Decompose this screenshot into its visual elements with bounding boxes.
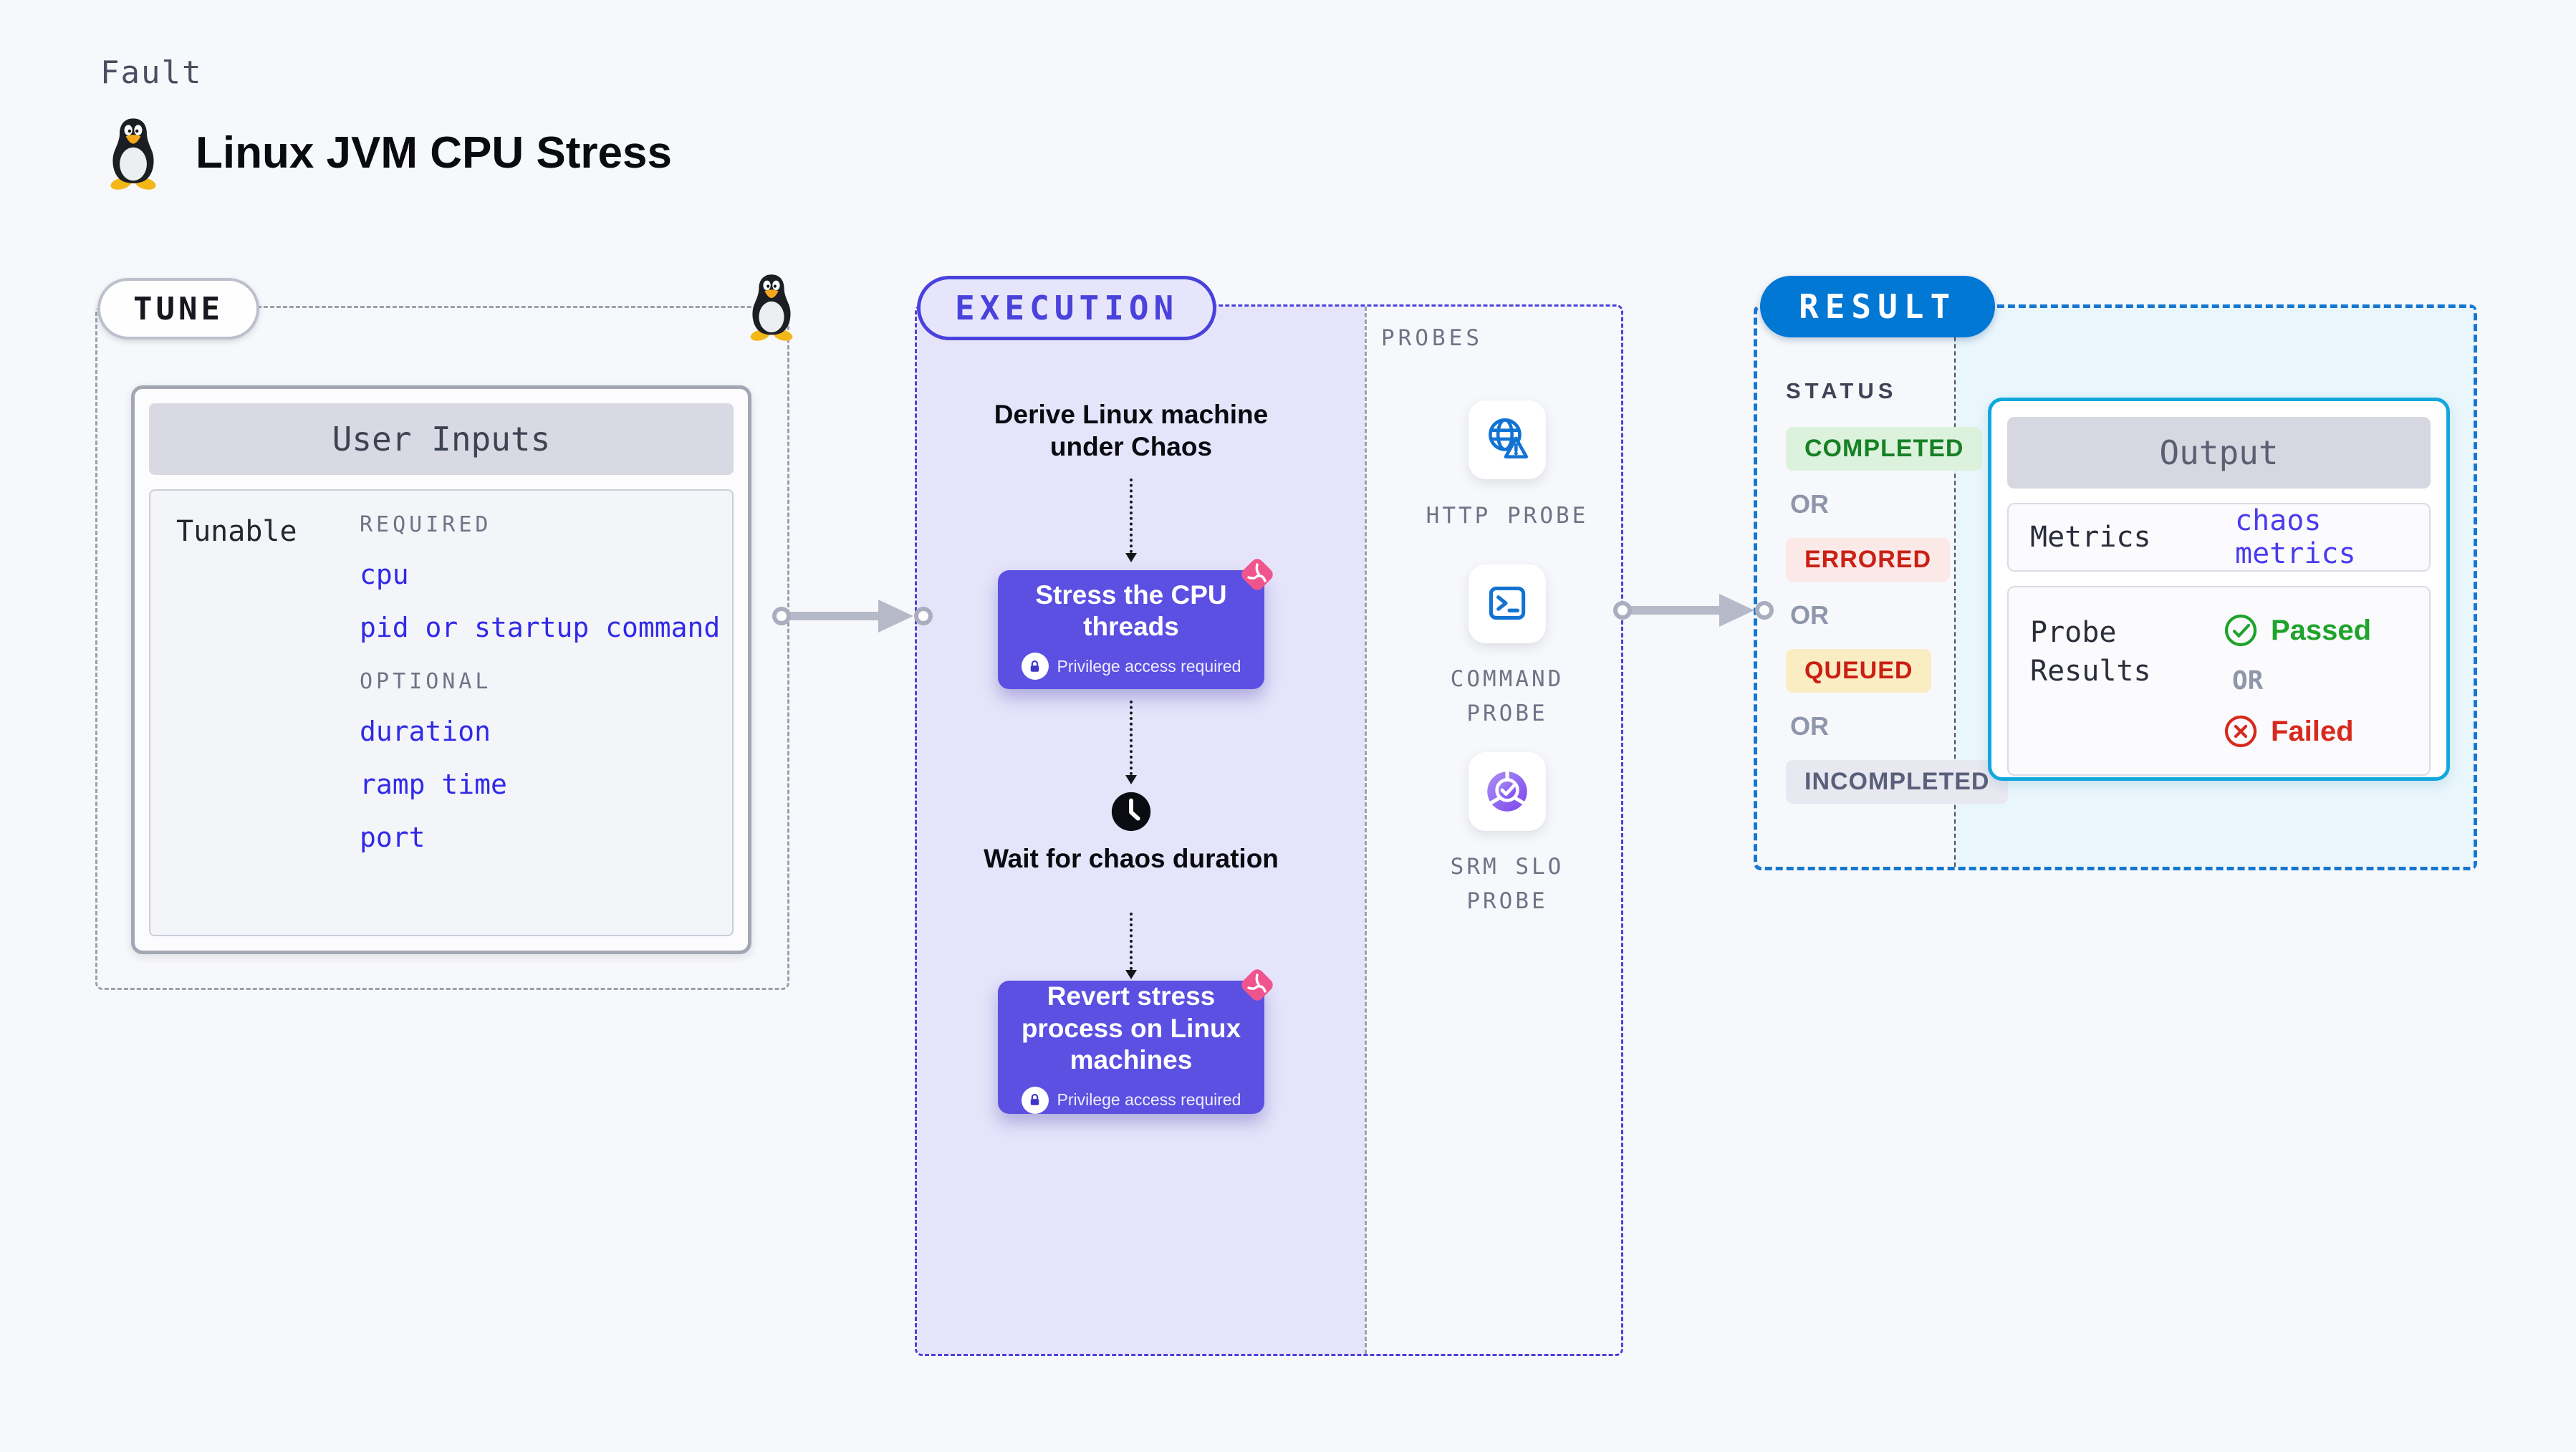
page-title: Linux JVM CPU Stress (196, 128, 672, 178)
or-separator: OR (1790, 600, 1829, 630)
flow-arrow-down-icon (1125, 913, 1137, 979)
lock-icon (1021, 1086, 1049, 1114)
execution-background-panel (917, 307, 1365, 1354)
linux-penguin-icon (743, 271, 800, 342)
clock-icon (1109, 789, 1153, 834)
stress-cpu-node: Stress the CPU threads Privilege access … (998, 570, 1264, 689)
probe-results-row: Probe Results Passed OR Failed (2007, 586, 2431, 776)
status-badge-queued: QUEUED (1786, 649, 1932, 693)
tune-label-pill: TUNE (97, 278, 259, 340)
wait-step-label: Wait for chaos duration (984, 844, 1279, 873)
output-card-header: Output (2007, 417, 2431, 489)
probe-results-label: Probe Results (2030, 616, 2151, 688)
tune-section: TUNE User Inputs Tunable REQUIRED cpu pi… (95, 306, 789, 990)
privilege-badge: Privilege access required (1021, 1086, 1241, 1114)
command-probe-label: COMMAND PROBE (1450, 666, 1565, 727)
terminal-icon (1481, 577, 1534, 630)
required-group-label: REQUIRED (360, 512, 492, 537)
or-separator: OR (1790, 711, 1829, 741)
metrics-value: chaos metrics (2235, 504, 2356, 570)
probes-panel (1365, 307, 1621, 1354)
privilege-badge-label: Privilege access required (1057, 656, 1241, 675)
input-item-port: port (360, 822, 426, 853)
revert-node-title: Revert stress process on Linux machines (1021, 981, 1241, 1075)
status-badge-completed: COMPLETED (1786, 427, 1983, 471)
stress-node-title: Stress the CPU threads (1035, 580, 1227, 641)
check-circle-icon (2224, 613, 2258, 648)
command-probe-card (1469, 564, 1546, 643)
srm-slo-probe-label: SRM SLO PROBE (1450, 854, 1565, 915)
probe-results-values: Passed OR Failed (2224, 613, 2371, 749)
http-probe-card (1469, 400, 1546, 479)
srm-slo-probe-card (1469, 752, 1546, 831)
status-badge-errored: ERRORED (1786, 538, 1951, 582)
or-separator: OR (2232, 666, 2264, 696)
flow-arrow-down-icon (1125, 701, 1137, 784)
user-inputs-header: User Inputs (149, 403, 734, 475)
revert-stress-node: Revert stress process on Linux machines … (998, 981, 1264, 1114)
flow-arrow-down-icon (1125, 479, 1137, 562)
status-column: STATUS COMPLETED OR ERRORED OR QUEUED OR… (1786, 378, 2009, 804)
probes-column-label: PROBES (1381, 325, 1483, 351)
input-item-duration: duration (360, 716, 491, 747)
metrics-label: Metrics (2030, 521, 2151, 554)
output-card: Output Metrics chaos metrics Probe Resul… (1988, 398, 2450, 781)
execution-to-result-arrow (1613, 589, 1774, 632)
fault-eyebrow: Fault (100, 54, 203, 91)
input-item-cpu: cpu (360, 559, 409, 590)
result-label-pill: RESULT (1760, 276, 1996, 337)
x-circle-icon (2224, 714, 2258, 749)
tunable-items-list: REQUIRED cpu pid or startup command OPTI… (360, 512, 720, 853)
slo-check-icon (1481, 765, 1534, 818)
result-section: RESULT STATUS COMPLETED OR ERRORED OR QU… (1754, 276, 2477, 870)
execution-label-pill: EXECUTION (917, 276, 1217, 340)
passed-label: Passed (2271, 614, 2372, 646)
status-column-label: STATUS (1786, 378, 1898, 403)
metrics-row: Metrics chaos metrics (2007, 503, 2431, 572)
failed-result: Failed (2224, 714, 2371, 749)
chaos-fault-icon (1236, 553, 1279, 596)
tune-to-execution-arrow (772, 595, 933, 638)
chaos-fault-icon (1236, 963, 1279, 1006)
input-item-ramp-time: ramp time (360, 769, 507, 800)
privilege-badge: Privilege access required (1021, 653, 1241, 681)
lock-icon (1021, 653, 1049, 681)
privilege-badge-label: Privilege access required (1057, 1090, 1241, 1110)
failed-label: Failed (2271, 715, 2354, 747)
status-badge-incompleted: INCOMPLETED (1786, 760, 2009, 804)
user-inputs-table: Tunable REQUIRED cpu pid or startup comm… (149, 489, 734, 936)
execution-section: EXECUTION Derive Linux machine under Cha… (915, 276, 1623, 1356)
input-item-pid-or-startup-command: pid or startup command (360, 612, 721, 643)
derive-step-label: Derive Linux machine under Chaos (994, 400, 1269, 462)
globe-warning-icon (1481, 413, 1534, 466)
optional-group-label: OPTIONAL (360, 669, 492, 694)
or-separator: OR (1790, 489, 1829, 519)
tunable-row-label: Tunable (176, 515, 297, 548)
title-row: Linux JVM CPU Stress (102, 115, 672, 191)
http-probe-label: HTTP PROBE (1426, 503, 1589, 529)
linux-penguin-icon (102, 115, 164, 191)
user-inputs-card: User Inputs Tunable REQUIRED cpu pid or … (131, 385, 751, 954)
passed-result: Passed (2224, 613, 2371, 648)
